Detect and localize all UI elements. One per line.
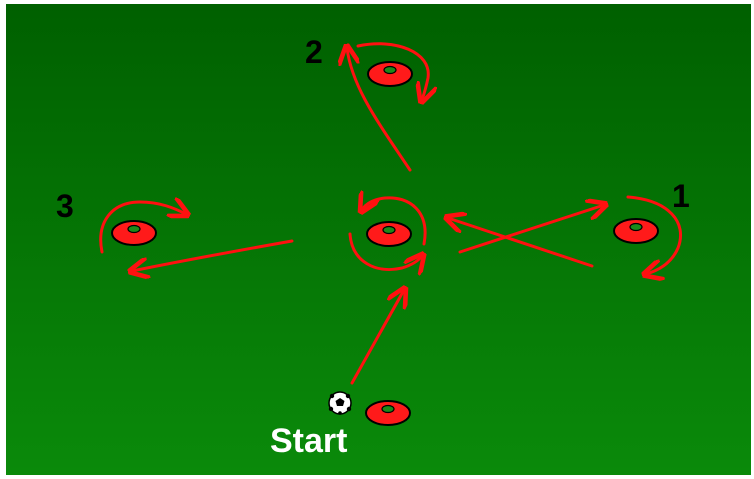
arrow-icon-center-to-2 — [347, 48, 412, 172]
soccer-ball-icon — [328, 391, 352, 415]
cone-icon-2 — [367, 61, 413, 87]
arrow-icon-curl-1 — [626, 195, 682, 274]
arrow-icon-curl-2 — [356, 42, 428, 100]
cone-icon-start — [365, 400, 411, 426]
start-label: Start — [270, 422, 348, 460]
cone-icon-center — [366, 221, 412, 247]
cone-icon-1 — [613, 218, 659, 244]
cone-icon-3 — [111, 220, 157, 246]
cone-label-1: 1 — [672, 178, 690, 214]
arrow-icon-center-curl-top — [362, 198, 427, 246]
arrow-icon-curl-3 — [99, 202, 186, 254]
arrow-icon-center-to-1 — [458, 205, 604, 254]
arrow-icon-1-to-center — [448, 218, 594, 268]
cone-label-3: 3 — [56, 188, 74, 224]
cone-label-2: 2 — [305, 34, 323, 70]
arrow-icon-center-curl-bottom — [348, 232, 422, 270]
arrow-icon-start-to-center — [350, 290, 404, 385]
arrow-icon-center-to-3 — [132, 239, 294, 271]
